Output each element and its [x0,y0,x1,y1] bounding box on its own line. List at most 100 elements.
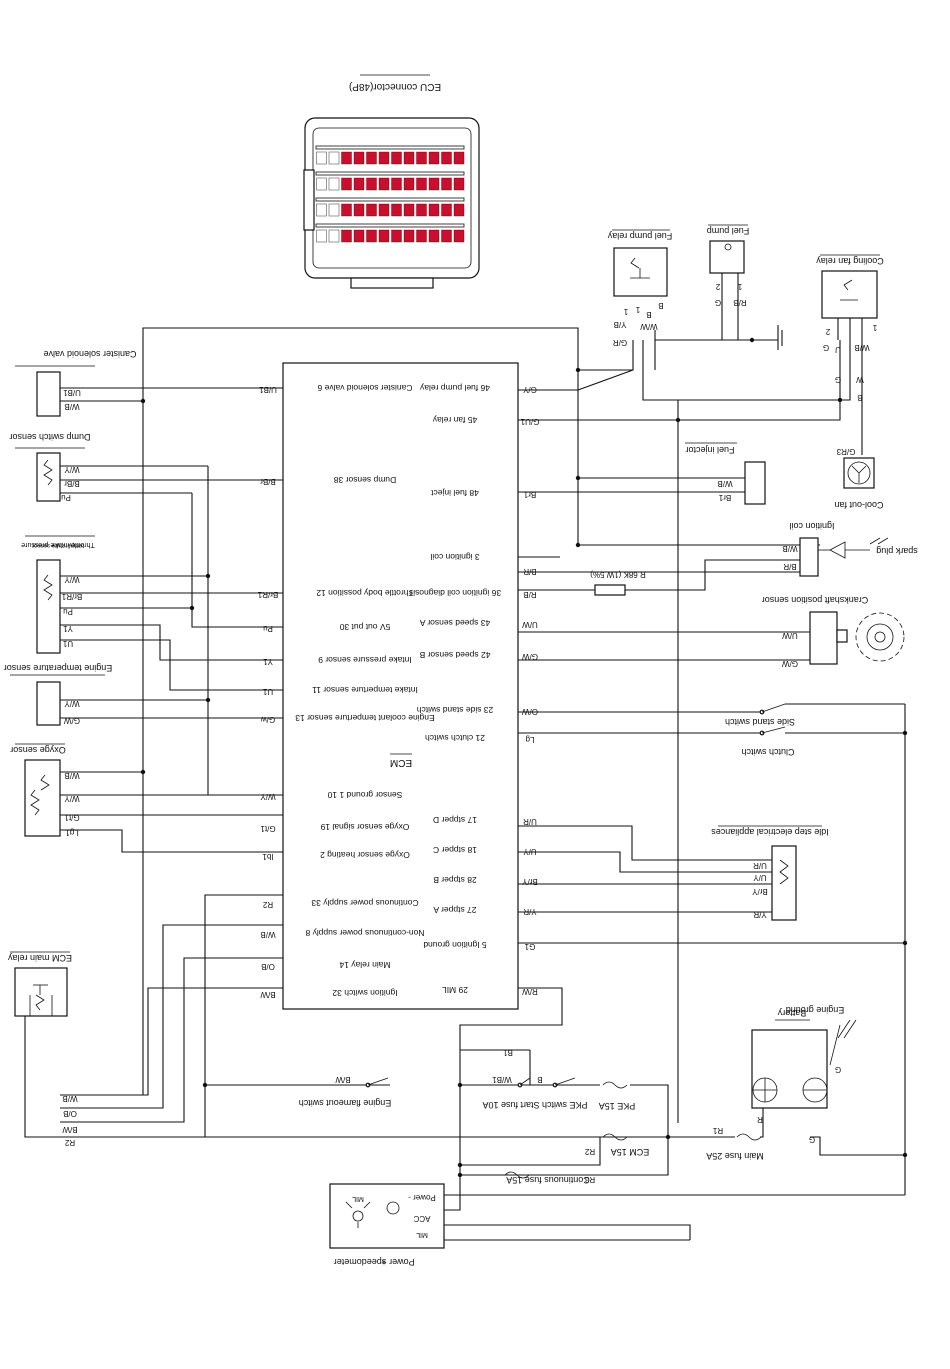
fan-relay-n-2: 2 [825,327,830,336]
start-fuse-wire-2: B [537,1075,542,1084]
ecm-right-pin-label: 28 stpper B [433,875,477,885]
ecu-pin-row-divider [315,145,465,150]
junction-dot [749,337,755,343]
junction-dot [189,605,195,611]
ecm-left-pin-wire: U/B1 [259,385,277,394]
ecm-right-pin-wire: R/B [523,590,536,599]
injector-wire-1: W/B [717,479,732,488]
ecu-pin [341,177,352,191]
ecm-left-pin-wire: Pu [263,624,273,633]
start-fuse-wire-1: W/B1 [492,1075,512,1084]
ecu-pin [441,177,452,191]
ecm-right-pin-wire: G1 [524,942,535,951]
ecm-right-pin-label: 18 stpper C [433,845,477,855]
ecm-right-pin-label: 43 speed sensor A [419,618,490,628]
side-stand-title: Side stand switch [725,717,795,727]
throttle-intake-sensor: Throttle/intake pressure temperature sen… [21,535,95,654]
junction-dot [457,1082,463,1088]
ecu-pin [378,177,390,191]
ecm-right-pin-wire: Lg [526,735,535,744]
ecu-pin [328,177,340,191]
junction-dot [902,940,908,946]
ecu-pin [328,229,340,243]
ecm-left-pin-wire: W/B [260,930,275,939]
fan-title: Cool-out fan [834,500,883,510]
idle-wire-1: U/R [753,861,767,870]
main-relay-wire-4: R2 [64,1138,75,1147]
ecm-main-relay: ECM main relay W/B O/B B/W R2 [7,951,78,1147]
ecu-pin [353,151,365,165]
speedo-power-minus: Power - [408,1193,436,1202]
ecu-pin [341,229,352,243]
ecu-pin [378,151,390,165]
ecu-connector: ECU connector(48P) [303,74,480,289]
throttle-subtitle: temperature sensor [32,542,84,548]
ecm-right-pin-label: 46 fuel pump relay [419,383,490,393]
ecm-fuse-wire: R2 [584,1147,595,1156]
ecu-pin [416,151,427,165]
coolant-wire-1: W/Y [64,699,80,708]
oxygen-wire-4: Lg1 [65,828,79,837]
ecm-left-pin-label: Engine coolant temperture sensor 13 [295,713,435,723]
ecu-pin [366,177,377,191]
junction-dot [675,417,681,423]
ecm-left-pin-wire: G/w [261,715,275,724]
main-fuse-wire: R1 [712,1126,723,1135]
canister-title: Canister solenoid valve [43,349,136,359]
ecm-left-pin-wire: Y1 [263,657,273,666]
ecm-right-pin-label: 48 fuel inject [431,488,479,498]
ecm-left-pin-wire: Ib1 [262,852,274,861]
ecu-pin [403,229,415,243]
fan-wire-1: G [835,375,841,384]
throttle-wire-4: Y1 [63,624,73,633]
ecu-pin [341,203,352,217]
fpr-n-1: B [658,301,663,310]
main-fuse: Main fuse 25A R1 [706,1126,764,1161]
oxygen-wire-2: W/Y [64,794,80,803]
ecu-pin [316,203,327,217]
ecm-left-pin-wire: O/B [261,962,275,971]
engine-flameout-switch: Engine flameout switch B/W [299,1075,392,1108]
ecm-left-pin-wire: B/Br [260,477,276,486]
dump-wire-1: W/Y [64,465,80,474]
fan-relay-wire-1: W/B [854,343,869,352]
ecm-right-pin-label: 5 Ignition ground [423,940,487,950]
ecm-right-pin-wire: Br/Y [522,877,538,886]
ecm-left-pin-wire: R2 [262,900,273,909]
ecu-pin [316,151,327,165]
ecu-pin [428,229,440,243]
speedo-mil: MIL [416,1231,428,1238]
ecm-right-pin-wire: U/R [523,817,537,826]
ecm-left-pin-label: Canister solenoid valve 6 [317,383,412,393]
ecm-fuse-title: ECM 15A [611,1147,650,1157]
ecm-right-pin-wire: G/U1 [520,417,539,426]
ecm-left-pin-label: Oxyge sensor heating 2 [320,850,410,860]
ecu-pin [341,151,352,165]
ecm-title: ECM [390,757,412,768]
ign-coil-wire-1: W/B [782,544,797,553]
fuel-pump-wire-1: R/B [733,298,746,307]
crankshaft-position-sensor: Crankshaft position sensor U/W G/W [762,595,905,668]
ecm-left-pin-label: Sensor ground 1 10 [327,790,402,800]
speedo-acc: ACC [413,1214,430,1223]
main-relay-wire-1: W/B [62,1094,77,1103]
fuel-injector: Fuel injector W/B Br1 [685,442,766,505]
battery: Battery R G Engine ground G [751,1005,857,1144]
ecu-pin-grid [315,145,465,243]
ecu-pin [366,229,377,243]
cooling-fan-relay: Cooling fan relay W/B U G 1 2 [816,254,884,354]
battery-ground-wire: G [835,1065,841,1074]
junction-dot [140,398,146,404]
junction-dot [202,1082,208,1088]
main-relay-wire-3: B/W [62,1125,78,1134]
ecu-pin [416,203,427,217]
coolant-wire-2: G/W [64,716,80,725]
ecm-left-pin-label: Intake pressure sensor 9 [318,655,412,665]
ecm-left-pin-label: Non-continuous power supply 8 [305,928,424,938]
cont-fuse-title: Continuous fuse 15A [506,1175,590,1185]
ecu-pin [366,151,377,165]
ecu-pin [403,203,415,217]
ecu-pin [453,229,465,243]
ecu-pin [328,203,340,217]
dump-title: Dump switch sensor [9,432,90,442]
